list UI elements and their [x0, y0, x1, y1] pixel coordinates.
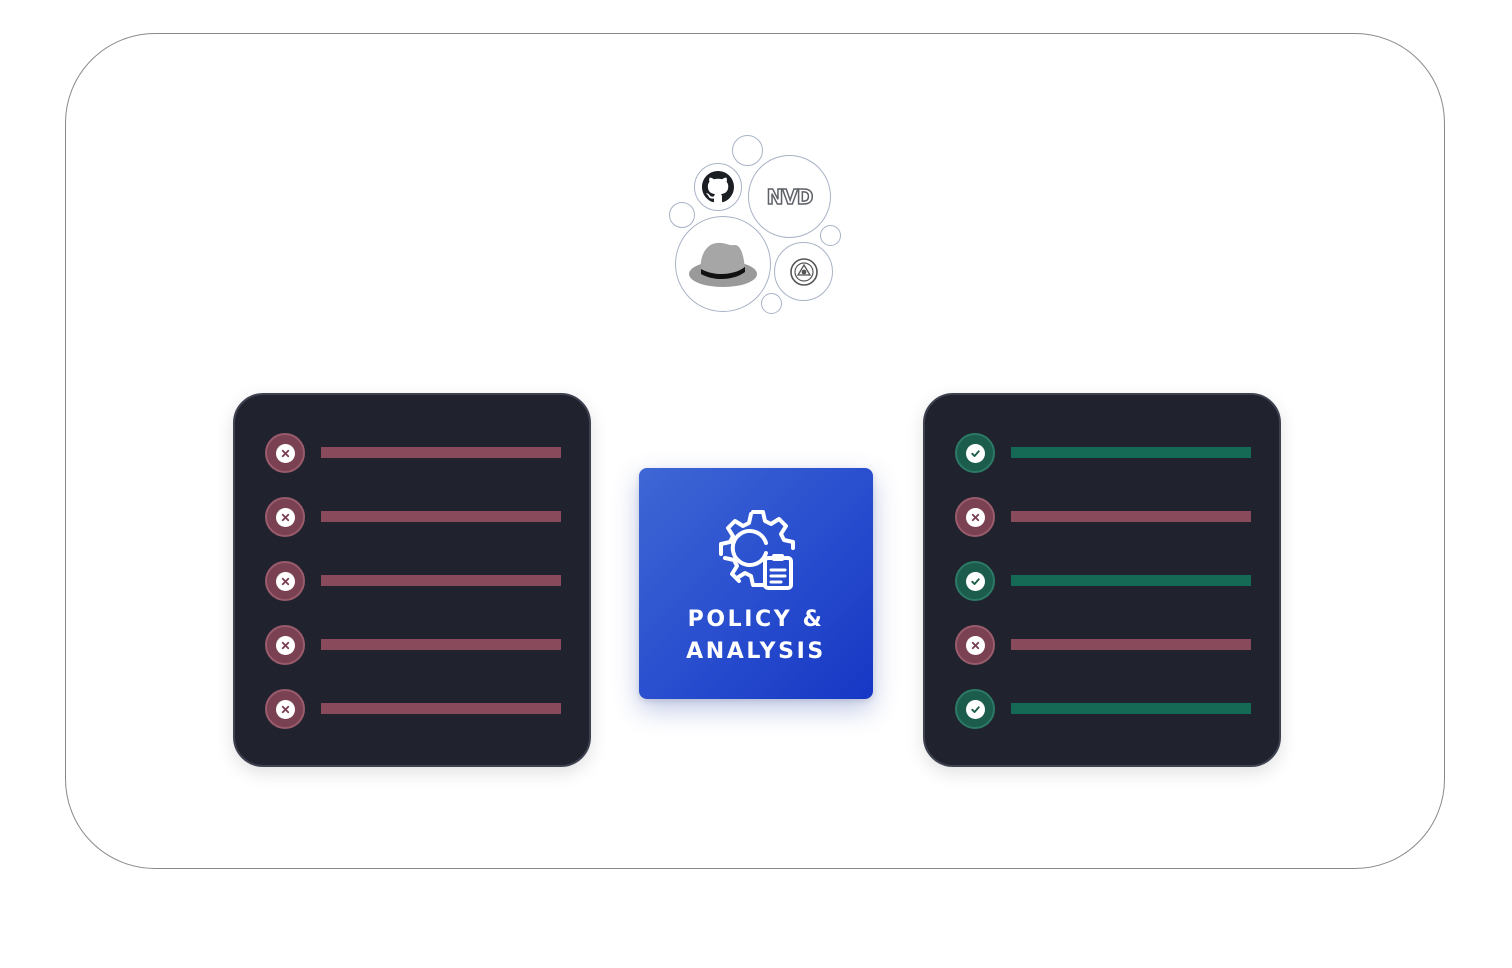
- fail-badge: [265, 689, 305, 729]
- x-icon: [971, 641, 979, 649]
- fail-badge: [265, 625, 305, 665]
- finding-bar: [321, 511, 561, 522]
- x-icon: [281, 641, 289, 649]
- fail-badge: [265, 433, 305, 473]
- pass-badge: [955, 561, 995, 601]
- list-item: [955, 689, 1255, 729]
- policy-label: POLICY & ANALYSIS: [639, 604, 873, 668]
- check-icon: [970, 705, 980, 713]
- list-item: [955, 561, 1255, 601]
- small-bubble: [761, 293, 782, 314]
- result-bar: [1011, 639, 1251, 650]
- list-item: [265, 433, 565, 473]
- small-bubble: [732, 135, 763, 166]
- trivy-icon: [789, 257, 818, 286]
- fail-badge: [955, 625, 995, 665]
- small-bubble: [669, 202, 695, 228]
- list-item: [955, 625, 1255, 665]
- gear-clipboard-icon: [719, 510, 795, 590]
- output-results-panel: [923, 393, 1281, 767]
- check-icon: [970, 449, 980, 457]
- result-bar: [1011, 511, 1251, 522]
- x-icon: [281, 513, 289, 521]
- input-findings-panel: [233, 393, 591, 767]
- fail-badge: [955, 497, 995, 537]
- nvd-bubble: NVD: [748, 155, 831, 238]
- list-item: [955, 433, 1255, 473]
- pass-badge: [955, 689, 995, 729]
- fail-badge: [265, 497, 305, 537]
- finding-bar: [321, 703, 561, 714]
- redhat-bubble: [675, 216, 771, 312]
- vulnerability-sources-cluster: NVD: [662, 130, 852, 320]
- finding-bar: [321, 639, 561, 650]
- x-icon: [281, 705, 289, 713]
- x-icon: [971, 513, 979, 521]
- list-item: [955, 497, 1255, 537]
- result-bar: [1011, 447, 1251, 458]
- trivy-bubble: [774, 242, 833, 301]
- fail-badge: [265, 561, 305, 601]
- check-icon: [970, 577, 980, 585]
- result-bar: [1011, 575, 1251, 586]
- x-icon: [281, 577, 289, 585]
- result-bar: [1011, 703, 1251, 714]
- list-item: [265, 497, 565, 537]
- github-bubble: [694, 163, 742, 211]
- github-icon: [702, 171, 734, 203]
- policy-analysis-box: POLICY & ANALYSIS: [639, 468, 873, 699]
- nvd-logo: NVD: [766, 184, 814, 210]
- redhat-hat-icon: [689, 242, 757, 287]
- policy-label-line2: ANALYSIS: [686, 639, 826, 664]
- list-item: [265, 689, 565, 729]
- finding-bar: [321, 575, 561, 586]
- policy-label-line1: POLICY &: [687, 607, 825, 632]
- x-icon: [281, 449, 289, 457]
- finding-bar: [321, 447, 561, 458]
- small-bubble: [820, 225, 841, 246]
- list-item: [265, 561, 565, 601]
- list-item: [265, 625, 565, 665]
- pass-badge: [955, 433, 995, 473]
